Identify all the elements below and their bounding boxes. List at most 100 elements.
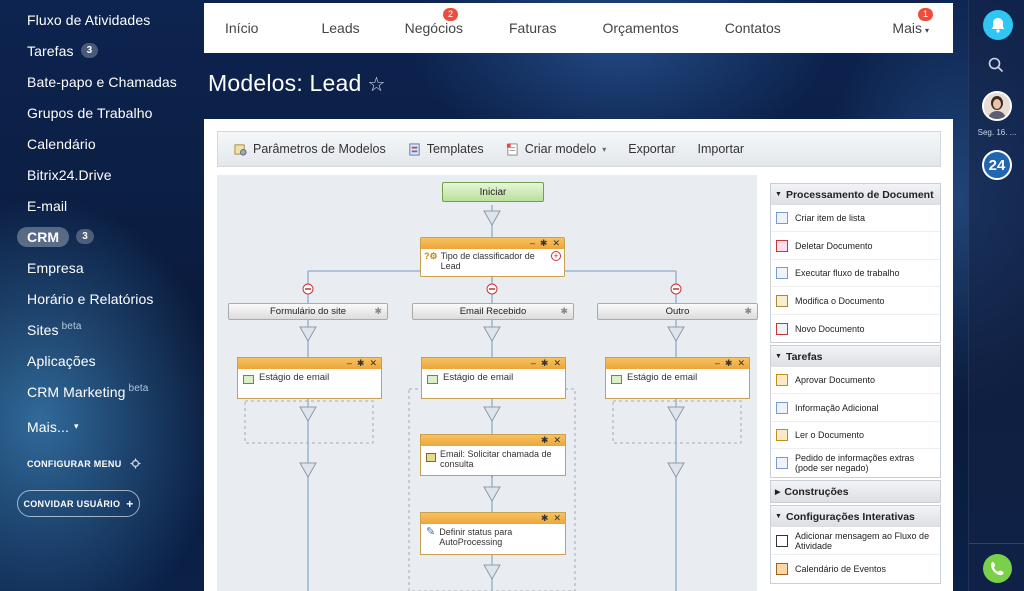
sidebar-item-company[interactable]: Empresa <box>0 252 204 283</box>
palette-group-header[interactable]: ▼Configurações Interativas <box>771 506 940 527</box>
node-header[interactable]: ✱✕ <box>421 513 565 524</box>
toolbar-label: Exportar <box>628 142 676 156</box>
branch-web-form[interactable]: Formulário do site✱ <box>228 303 388 320</box>
node-header[interactable]: –✱ ✕ <box>421 238 564 249</box>
tab-quotes[interactable]: Orçamentos <box>602 20 678 36</box>
create-template-button[interactable]: Criar modelo ▾ <box>506 142 606 156</box>
branch-other[interactable]: Outro✱ <box>597 303 758 320</box>
templates-icon <box>409 142 420 156</box>
close-icon[interactable]: ✕ <box>553 358 561 368</box>
sidebar-item-drive[interactable]: Bitrix24.Drive <box>0 159 204 190</box>
search-button[interactable] <box>987 56 1005 79</box>
import-button[interactable]: Importar <box>698 142 745 156</box>
minimize-icon[interactable]: – <box>346 358 352 368</box>
close-icon[interactable]: ✕ <box>553 513 561 523</box>
minimize-icon[interactable]: – <box>529 238 535 248</box>
tab-home[interactable]: Início <box>225 20 258 36</box>
minimize-icon[interactable]: – <box>714 358 720 368</box>
invite-user-button[interactable]: CONVIDAR USUÁRIO + <box>17 490 140 517</box>
sidebar-item-email[interactable]: E-mail <box>0 190 204 221</box>
close-icon[interactable]: ✕ <box>553 435 561 445</box>
gear-icon[interactable]: ✱ <box>374 306 382 316</box>
sidebar-item-time-reports[interactable]: Horário e Relatórios <box>0 283 204 314</box>
sidebar-item-activity-stream[interactable]: Fluxo de Atividades <box>0 4 204 35</box>
node-header[interactable]: ✱✕ <box>421 435 565 446</box>
sidebar-item-label: Sites <box>27 321 59 338</box>
workflow-stage-node[interactable]: –✱✕ Estágio de email <box>605 357 750 399</box>
avatar[interactable] <box>982 91 1012 121</box>
add-branch-icon[interactable]: + <box>551 251 561 261</box>
node-header[interactable]: –✱ ✕ <box>238 358 381 369</box>
sidebar-item-calendar[interactable]: Calendário <box>0 128 204 159</box>
gear-icon[interactable]: ✱ <box>560 306 568 316</box>
workflow-stage-node[interactable]: –✱✕ Estágio de email <box>237 357 382 399</box>
palette-item[interactable]: Criar item de lista <box>771 205 940 232</box>
triangle-down-icon: ▼ <box>775 513 782 520</box>
star-icon[interactable]: ☆ <box>367 74 386 96</box>
arrow-marker <box>483 210 501 227</box>
palette-item[interactable]: Modifica o Documento <box>771 287 940 315</box>
tab-contacts[interactable]: Contatos <box>725 20 781 36</box>
export-button[interactable]: Exportar <box>628 142 675 156</box>
tab-invoices[interactable]: Faturas <box>509 20 556 36</box>
palette-item[interactable]: Calendário de Eventos <box>771 555 940 583</box>
workflow-start-node[interactable]: Iniciar <box>442 182 544 202</box>
palette-group-header[interactable]: ▼Processamento de Document <box>771 184 940 205</box>
templates-button[interactable]: Templates <box>408 142 484 156</box>
node-header[interactable]: –✱ ✕ <box>422 358 565 369</box>
minimize-icon[interactable]: – <box>530 358 536 368</box>
condition-icon: ?⚙ <box>424 251 438 261</box>
sidebar-item-label: Grupos de Trabalho <box>27 104 153 121</box>
tab-more[interactable]: Mais▾1 <box>892 8 933 36</box>
sidebar-item-more[interactable]: Mais...▾ <box>0 411 204 442</box>
branch-email-received[interactable]: Email Recebido✱ <box>412 303 574 320</box>
palette-item[interactable]: Aprovar Documento <box>771 367 940 394</box>
gear-icon[interactable]: ✱ <box>356 358 365 368</box>
gear-icon[interactable]: ✱ <box>744 306 752 316</box>
palette-item[interactable]: Pedido de informações extras(pode ser ne… <box>771 449 940 477</box>
gear-icon[interactable]: ✱ <box>539 238 548 248</box>
phone-button[interactable] <box>983 554 1012 583</box>
close-icon[interactable]: ✕ <box>369 358 377 368</box>
palette-item[interactable]: Ler o Documento <box>771 422 940 449</box>
sidebar-item-workgroups[interactable]: Grupos de Trabalho <box>0 97 204 128</box>
palette-item[interactable]: Deletar Documento <box>771 232 940 260</box>
stage-icon <box>243 375 254 384</box>
bitrix24-logo[interactable]: 24 <box>982 150 1012 180</box>
stage-icon <box>611 375 622 384</box>
palette-item[interactable]: Informação Adicional <box>771 394 940 422</box>
palette-item[interactable]: Novo Documento <box>771 315 940 342</box>
gear-icon[interactable]: ✱ <box>724 358 733 368</box>
close-icon[interactable]: ✕ <box>737 358 745 368</box>
sidebar-item-applications[interactable]: Aplicações <box>0 345 204 376</box>
palette-group-header[interactable]: ▶Construções <box>771 481 940 502</box>
node-header[interactable]: –✱ ✕ <box>606 358 749 369</box>
close-icon[interactable]: ✕ <box>552 238 560 248</box>
notifications-button[interactable] <box>983 10 1013 40</box>
stage-icon <box>427 375 438 384</box>
workflow-stage-node[interactable]: –✱✕ Estágio de email <box>421 357 566 399</box>
email-icon <box>426 453 436 462</box>
gear-icon[interactable]: ✱ <box>540 513 549 523</box>
gear-icon[interactable]: ✱ <box>540 435 549 445</box>
gear-icon[interactable]: ✱ <box>540 358 549 368</box>
palette-item[interactable]: Executar fluxo de trabalho <box>771 260 940 287</box>
sidebar-item-chat[interactable]: Bate-papo e Chamadas <box>0 66 204 97</box>
configure-menu-button[interactable]: CONFIGURAR MENU <box>27 458 141 469</box>
beta-label: beta <box>61 321 82 332</box>
palette-group-header[interactable]: ▼Tarefas <box>771 346 940 367</box>
tab-leads[interactable]: Leads <box>321 20 359 36</box>
template-params-button[interactable]: Parâmetros de Modelos <box>234 142 386 156</box>
beta-label: beta <box>128 383 149 394</box>
